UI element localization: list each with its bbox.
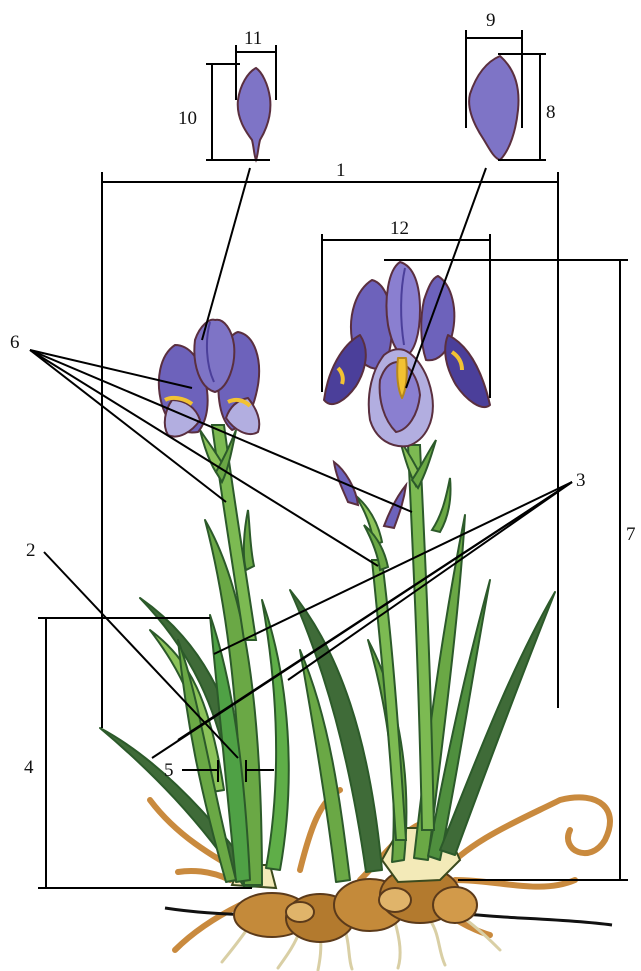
left-iris-flower (159, 320, 259, 437)
callout-4: 4 (24, 757, 34, 778)
callout-8: 8 (546, 102, 556, 123)
callout-2: 2 (26, 540, 36, 561)
callout-7: 7 (626, 524, 636, 545)
callout-5: 5 (164, 760, 174, 781)
callout-9: 9 (486, 10, 496, 31)
callout-1: 1 (336, 160, 346, 181)
leaves (100, 515, 555, 888)
detached-petal-small (238, 68, 271, 160)
callout-6: 6 (10, 332, 20, 353)
callout-12: 12 (390, 218, 409, 239)
callout-11: 11 (244, 28, 262, 49)
callout-10: 10 (178, 108, 197, 129)
callout-3: 3 (576, 470, 586, 491)
detached-petal-large (469, 56, 518, 160)
right-iris-flower (324, 262, 490, 446)
